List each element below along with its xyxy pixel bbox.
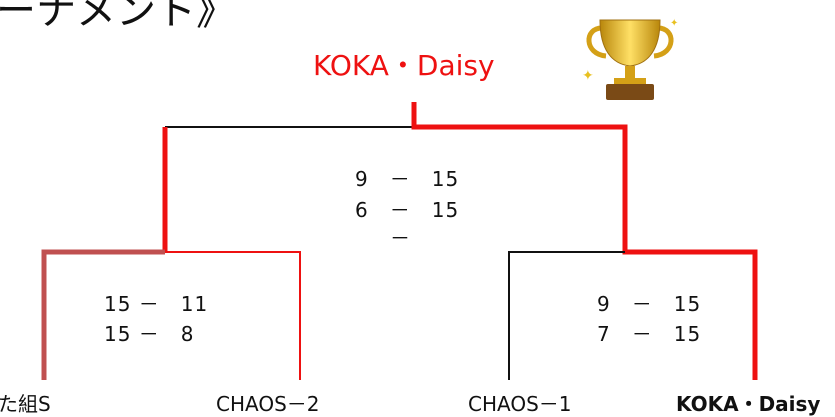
champion-name: KOKA・Daisy bbox=[313, 49, 495, 82]
left-first-round-winner bbox=[41, 249, 165, 380]
left-first-round-loser bbox=[165, 251, 301, 380]
final-loser-line bbox=[165, 102, 415, 128]
svg-text:✦: ✦ bbox=[670, 18, 678, 29]
svg-text:✦: ✦ bbox=[582, 68, 594, 84]
right-semi-score-2: 7 － 15 bbox=[597, 322, 702, 346]
team-name-champion: KOKA・Daisy bbox=[676, 392, 821, 416]
champion-path bbox=[411, 102, 758, 380]
team-name: CHAOS－2 bbox=[216, 392, 320, 416]
right-first-round-loser bbox=[508, 251, 625, 380]
team-name: た組S bbox=[0, 392, 51, 416]
page-heading: ーナメント》 bbox=[0, 0, 236, 34]
team-name: CHAOS－1 bbox=[468, 392, 572, 416]
left-semi-score-2: 15 － 8 bbox=[104, 322, 195, 346]
final-score-2: 6 － 15 bbox=[355, 198, 460, 222]
left-semi-score-1: 15 － 11 bbox=[104, 292, 209, 316]
right-semi-score-1: 9 － 15 bbox=[597, 292, 702, 316]
final-score-3: － bbox=[390, 226, 411, 250]
trophy-icon: ✦ ✦ bbox=[582, 18, 678, 100]
final-score-1: 9 － 15 bbox=[355, 167, 460, 191]
